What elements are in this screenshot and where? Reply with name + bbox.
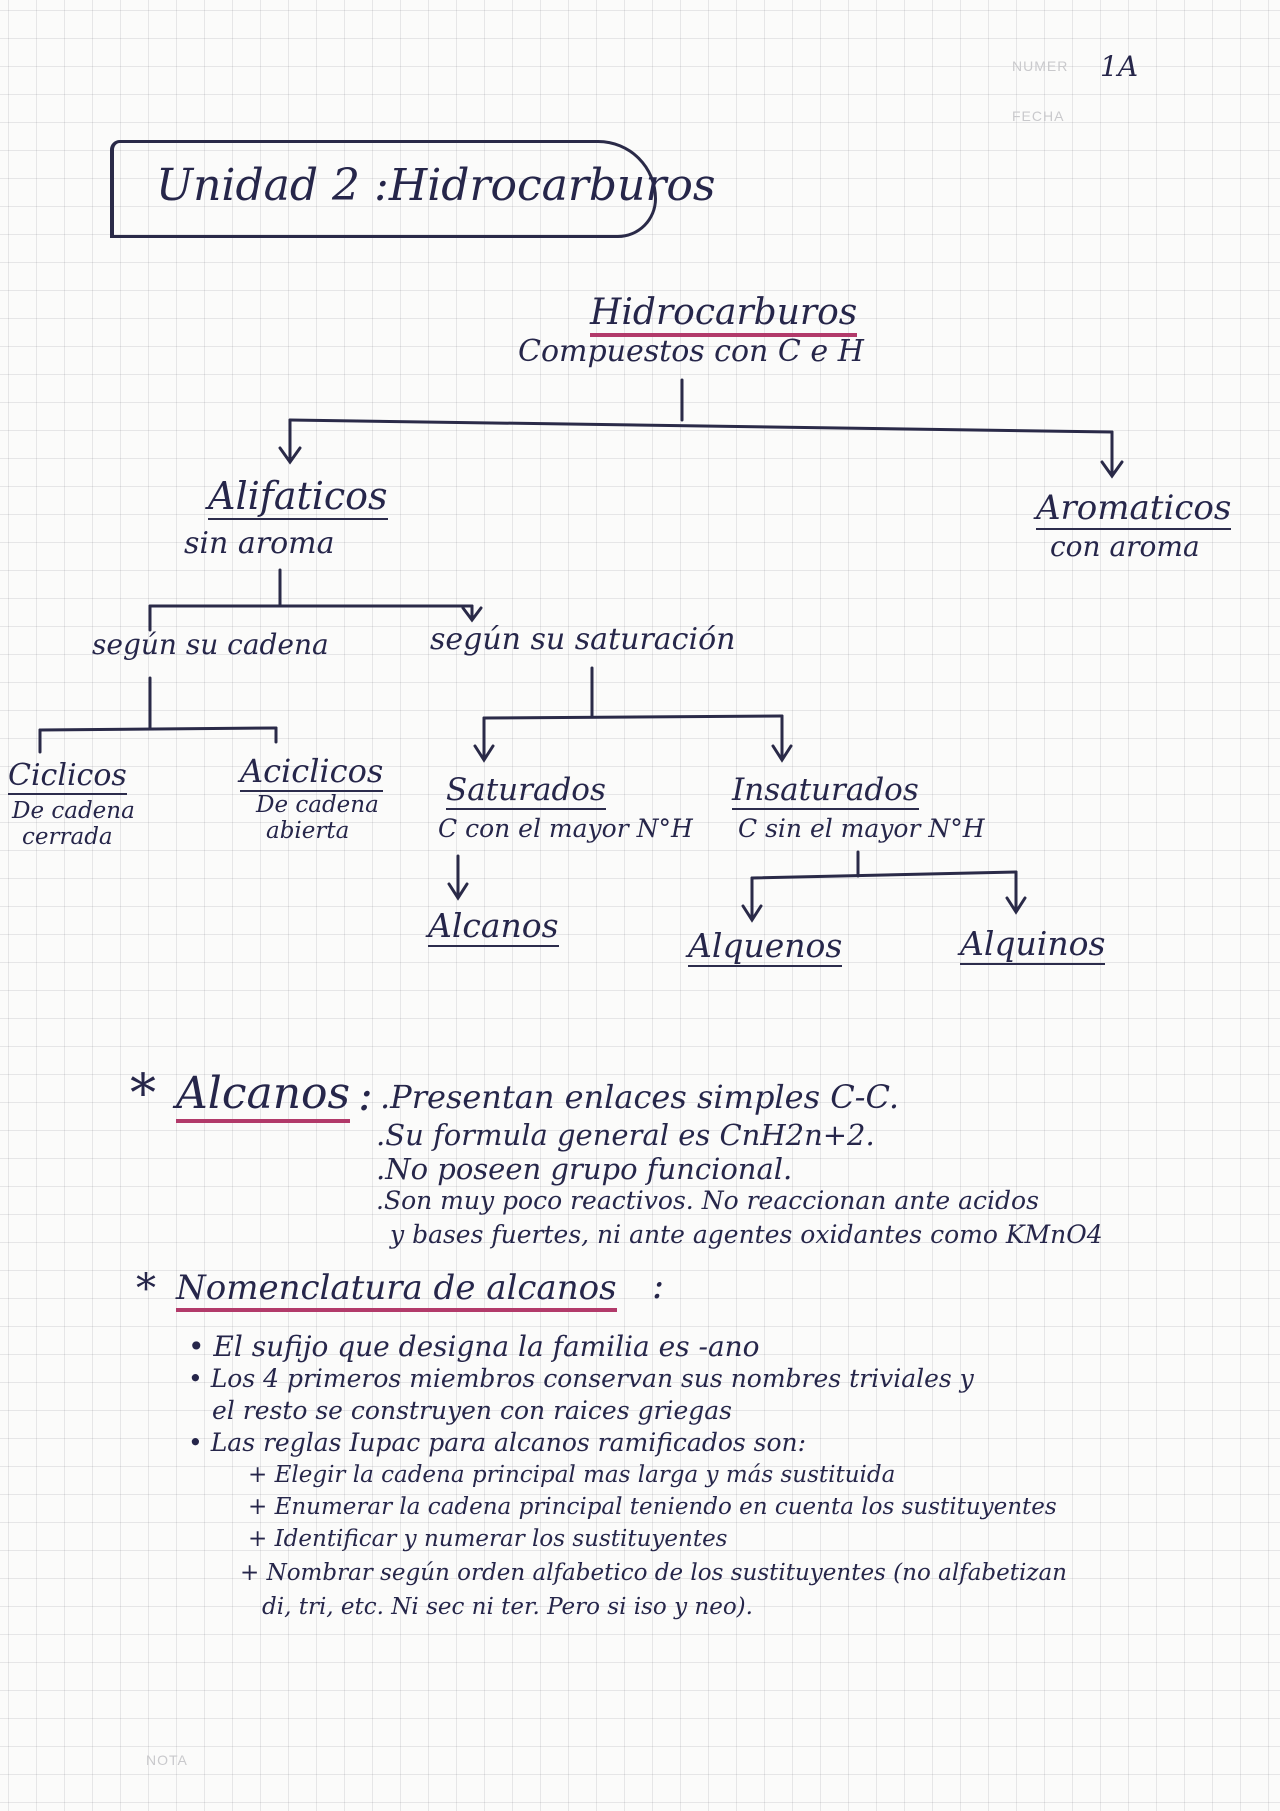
node-hydrocarbons-desc: Compuestos con C e H <box>518 334 864 369</box>
form-label-number: NUMER <box>1012 58 1069 74</box>
alcanos-marker: * <box>130 1064 156 1124</box>
node-acyclic: Aciclicos <box>240 752 384 792</box>
node-by-saturation: según su saturación <box>430 622 736 657</box>
title-frame <box>110 140 657 238</box>
alcanos-line-5: y bases fuertes, ni ante agentes oxidant… <box>390 1220 1103 1249</box>
node-alkenes: Alquenos <box>688 926 843 967</box>
nomenclatura-line-4: • Las reglas Iupac para alcanos ramifica… <box>188 1428 807 1457</box>
node-by-chain: según su cadena <box>92 628 329 661</box>
node-cyclic: Ciclicos <box>8 758 127 795</box>
node-acyclic-desc-1: De cadena <box>256 792 379 818</box>
alcanos-line-2: .Su formula general es CnH2n+2. <box>376 1118 875 1152</box>
form-label-note: NOTA <box>146 1752 188 1768</box>
node-acyclic-desc-2: abierta <box>266 818 350 844</box>
node-cyclic-desc-1: De cadena <box>12 798 135 824</box>
node-alkanes: Alcanos <box>428 906 559 947</box>
nomenclatura-heading: Nomenclatura de alcanos <box>176 1268 617 1312</box>
nomenclatura-line-5: + Elegir la cadena principal mas larga y… <box>248 1462 896 1488</box>
node-aromatic: Aromaticos <box>1036 488 1232 530</box>
nomenclatura-line-7: + Identificar y numerar los sustituyente… <box>248 1526 728 1552</box>
node-aliphatic-desc: sin aroma <box>184 526 335 561</box>
node-hydrocarbons: Hidrocarburos <box>590 292 858 337</box>
page-number: 1A <box>1100 50 1139 83</box>
node-aliphatic: Alifaticos <box>208 474 388 520</box>
nomenclatura-line-6: + Enumerar la cadena principal teniendo … <box>248 1494 1057 1520</box>
alcanos-colon: : <box>358 1070 373 1121</box>
alcanos-heading: Alcanos <box>176 1068 351 1123</box>
node-saturated: Saturados <box>446 772 606 810</box>
node-unsaturated: Insaturados <box>732 772 919 810</box>
node-alkynes: Alquinos <box>960 924 1106 965</box>
nomenclatura-line-3: el resto se construyen con raices griega… <box>212 1396 732 1425</box>
alcanos-line-3: .No poseen grupo funcional. <box>376 1152 793 1186</box>
node-cyclic-desc-2: cerrada <box>22 824 113 850</box>
page-title: Unidad 2 :Hidrocarburos <box>156 160 716 211</box>
nomenclatura-line-9: di, tri, etc. Ni sec ni ter. Pero si iso… <box>262 1594 753 1620</box>
nomenclatura-marker: * <box>136 1266 156 1312</box>
nomenclatura-colon: : <box>652 1266 665 1307</box>
node-aromatic-desc: con aroma <box>1050 530 1200 563</box>
nomenclatura-line-1: • El sufijo que designa la familia es -a… <box>188 1330 760 1363</box>
node-saturated-desc: C con el mayor N°H <box>438 814 693 843</box>
nomenclatura-line-2: • Los 4 primeros miembros conservan sus … <box>188 1364 974 1393</box>
alcanos-line-1: .Presentan enlaces simples C-C. <box>380 1078 899 1116</box>
form-label-date: FECHA <box>1012 108 1065 124</box>
node-unsaturated-desc: C sin el mayor N°H <box>738 814 985 843</box>
nomenclatura-line-8: + Nombrar según orden alfabetico de los … <box>240 1560 1067 1586</box>
alcanos-line-4: .Son muy poco reactivos. No reaccionan a… <box>376 1186 1039 1215</box>
